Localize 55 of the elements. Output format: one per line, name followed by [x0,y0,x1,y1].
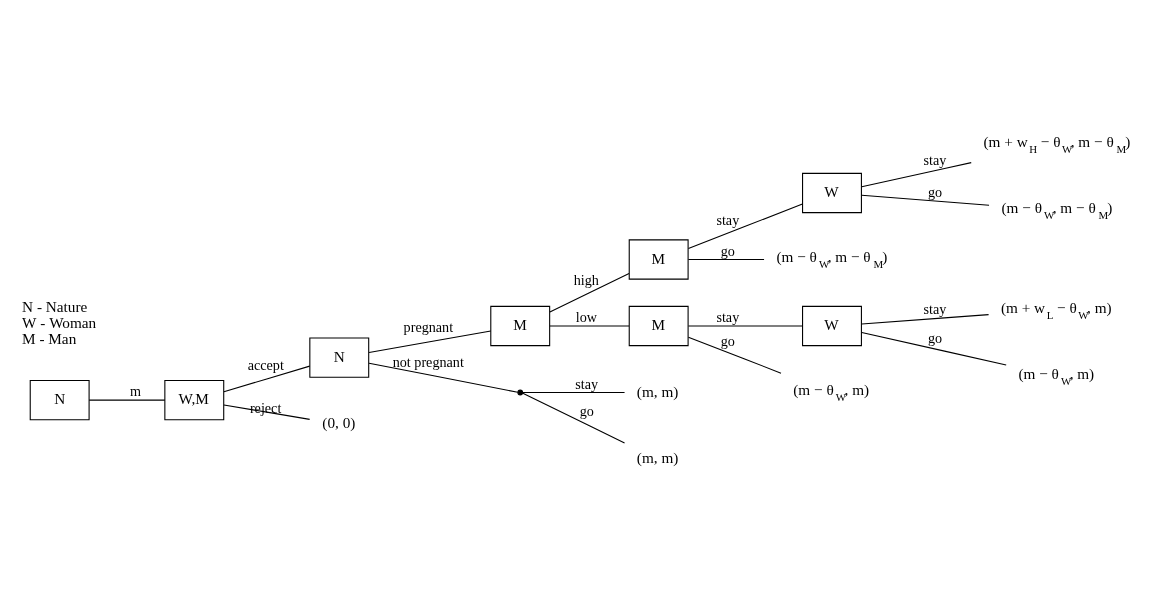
connector [549,272,630,313]
connector [687,259,765,261]
connector [88,399,166,401]
label: W - Woman [22,313,97,331]
edge-label: m [129,383,141,400]
edge-label: stay [716,212,740,229]
edge-label: stay [923,152,947,169]
connector [223,365,311,393]
edge-label: stay [923,301,947,318]
node-text: (m − θ$_{W}$, m) [793,381,870,404]
edge-label: stay [716,309,740,326]
node-box: W [802,305,862,347]
node-box: W,M [164,380,225,421]
connector [861,194,990,206]
edge-label: go [720,242,735,259]
edge-label: go [579,402,594,419]
node-box: M [628,305,689,347]
connector [522,392,626,444]
node-box: M [628,239,689,280]
connector [522,391,626,394]
node-text: (0, 0) [322,414,356,432]
node-text: (m, m) [636,449,679,467]
node-text: (m + w$_{L}$ − θ$_{W}$, m) [1000,298,1112,321]
connector [687,336,782,374]
edge-label: reject [249,399,282,416]
connector [861,331,1007,366]
edge-label: go [927,329,943,346]
connector [861,162,972,188]
connector [368,362,519,393]
node-text: (m − θ$_{W}$, m) [1018,365,1095,388]
edge-label: go [720,333,735,350]
node-box: N [29,380,90,421]
node-text: (m + w$_{H}$ − θ$_{W}$, m − θ$_{M}$) [983,132,1131,155]
node-box: W [802,172,862,214]
connector [223,404,311,420]
connector [368,330,492,354]
edge-label: pregnant [403,318,454,335]
edge-label: go [927,183,943,200]
node-text: (m − θ$_{W}$, m − θ$_{M}$) [776,248,888,271]
node-box: N [309,337,370,378]
node-text: (m − θ$_{W}$, m − θ$_{M}$) [1001,199,1113,222]
connector [687,203,803,249]
edge-label: high [573,272,599,289]
connector [549,325,630,327]
connector [861,314,990,325]
edge-label: not pregnant [392,353,464,370]
node-point [517,389,524,396]
edge-label: stay [575,375,599,392]
edge-label: low [575,309,598,326]
connector [687,325,803,327]
node-text: (m, m) [636,382,679,400]
edge-label: accept [247,357,284,374]
label: N - Nature [22,297,88,315]
label: M - Man [22,330,77,348]
node-box: M [490,305,551,347]
